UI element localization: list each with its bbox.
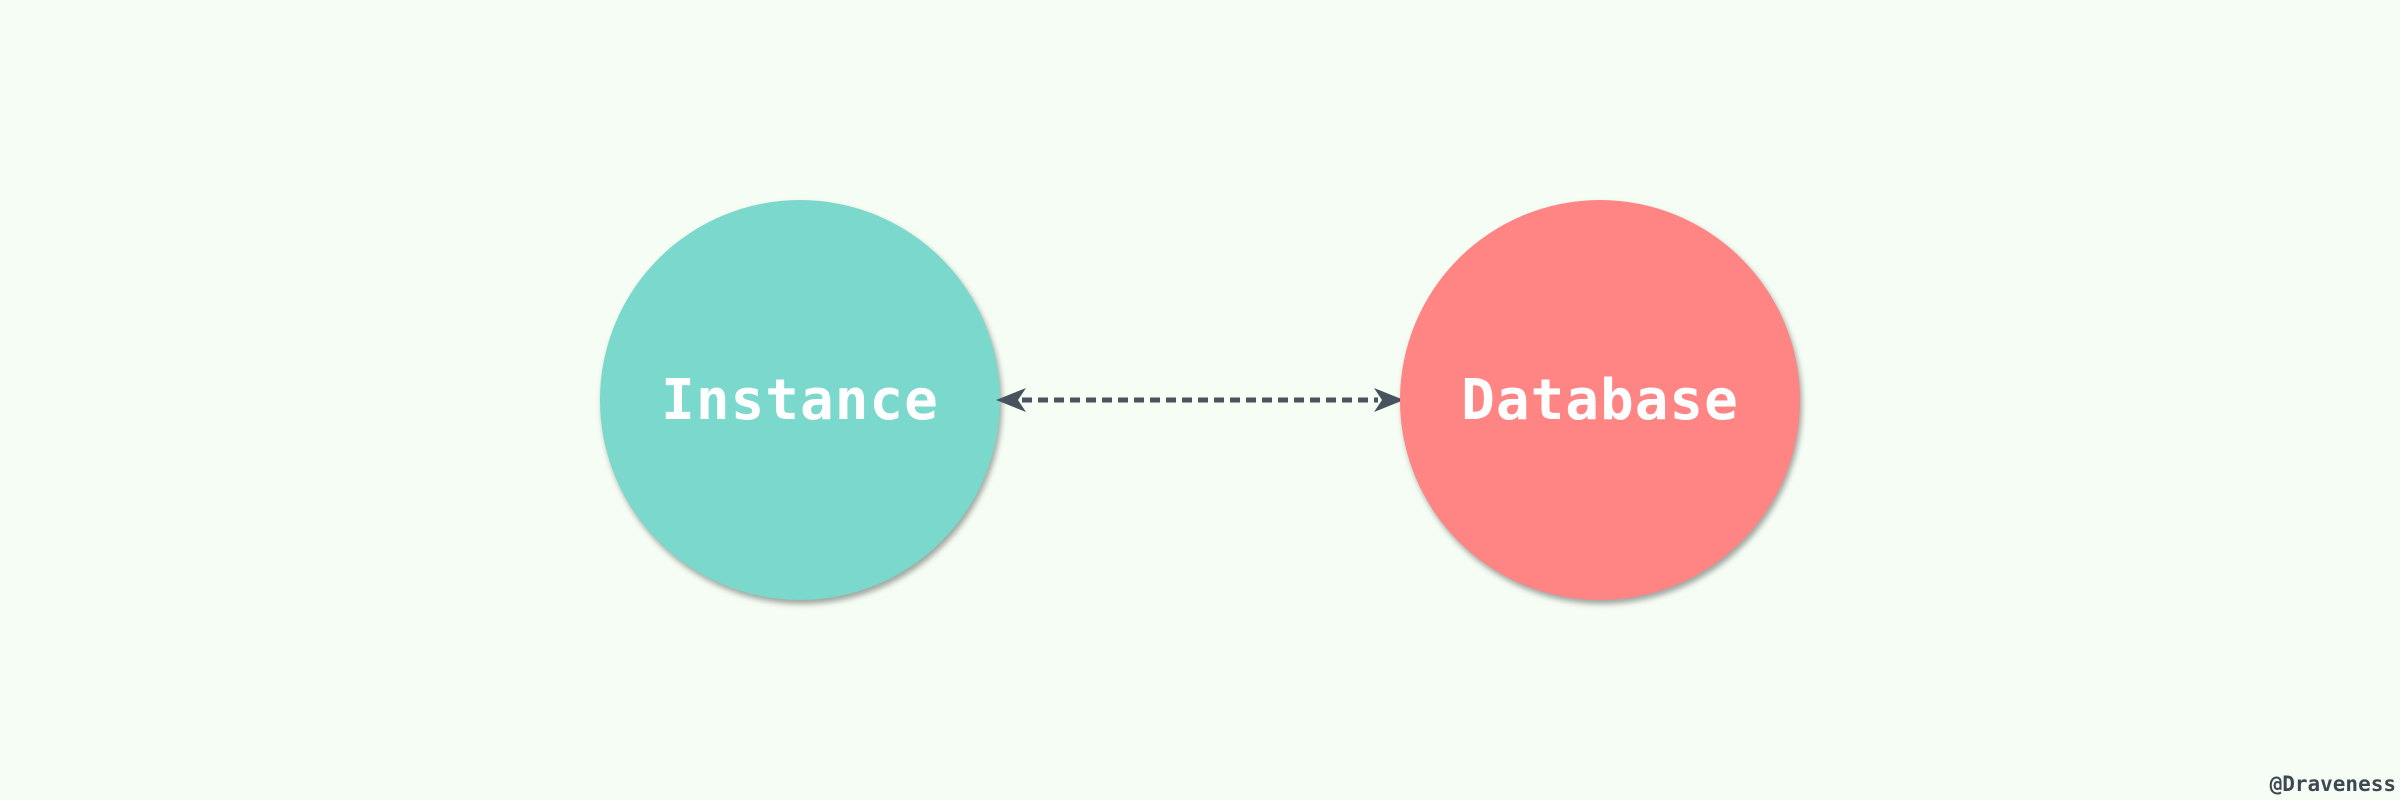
database-label: Database	[1461, 367, 1739, 433]
author-credit: @Draveness	[2269, 772, 2396, 796]
arrowhead-right-icon	[1374, 388, 1404, 412]
instance-node: Instance	[600, 200, 1000, 600]
instance-label: Instance	[661, 367, 939, 433]
arrowhead-left-icon	[996, 388, 1026, 412]
database-node: Database	[1400, 200, 1800, 600]
bidirectional-dashed-arrow	[996, 388, 1404, 412]
